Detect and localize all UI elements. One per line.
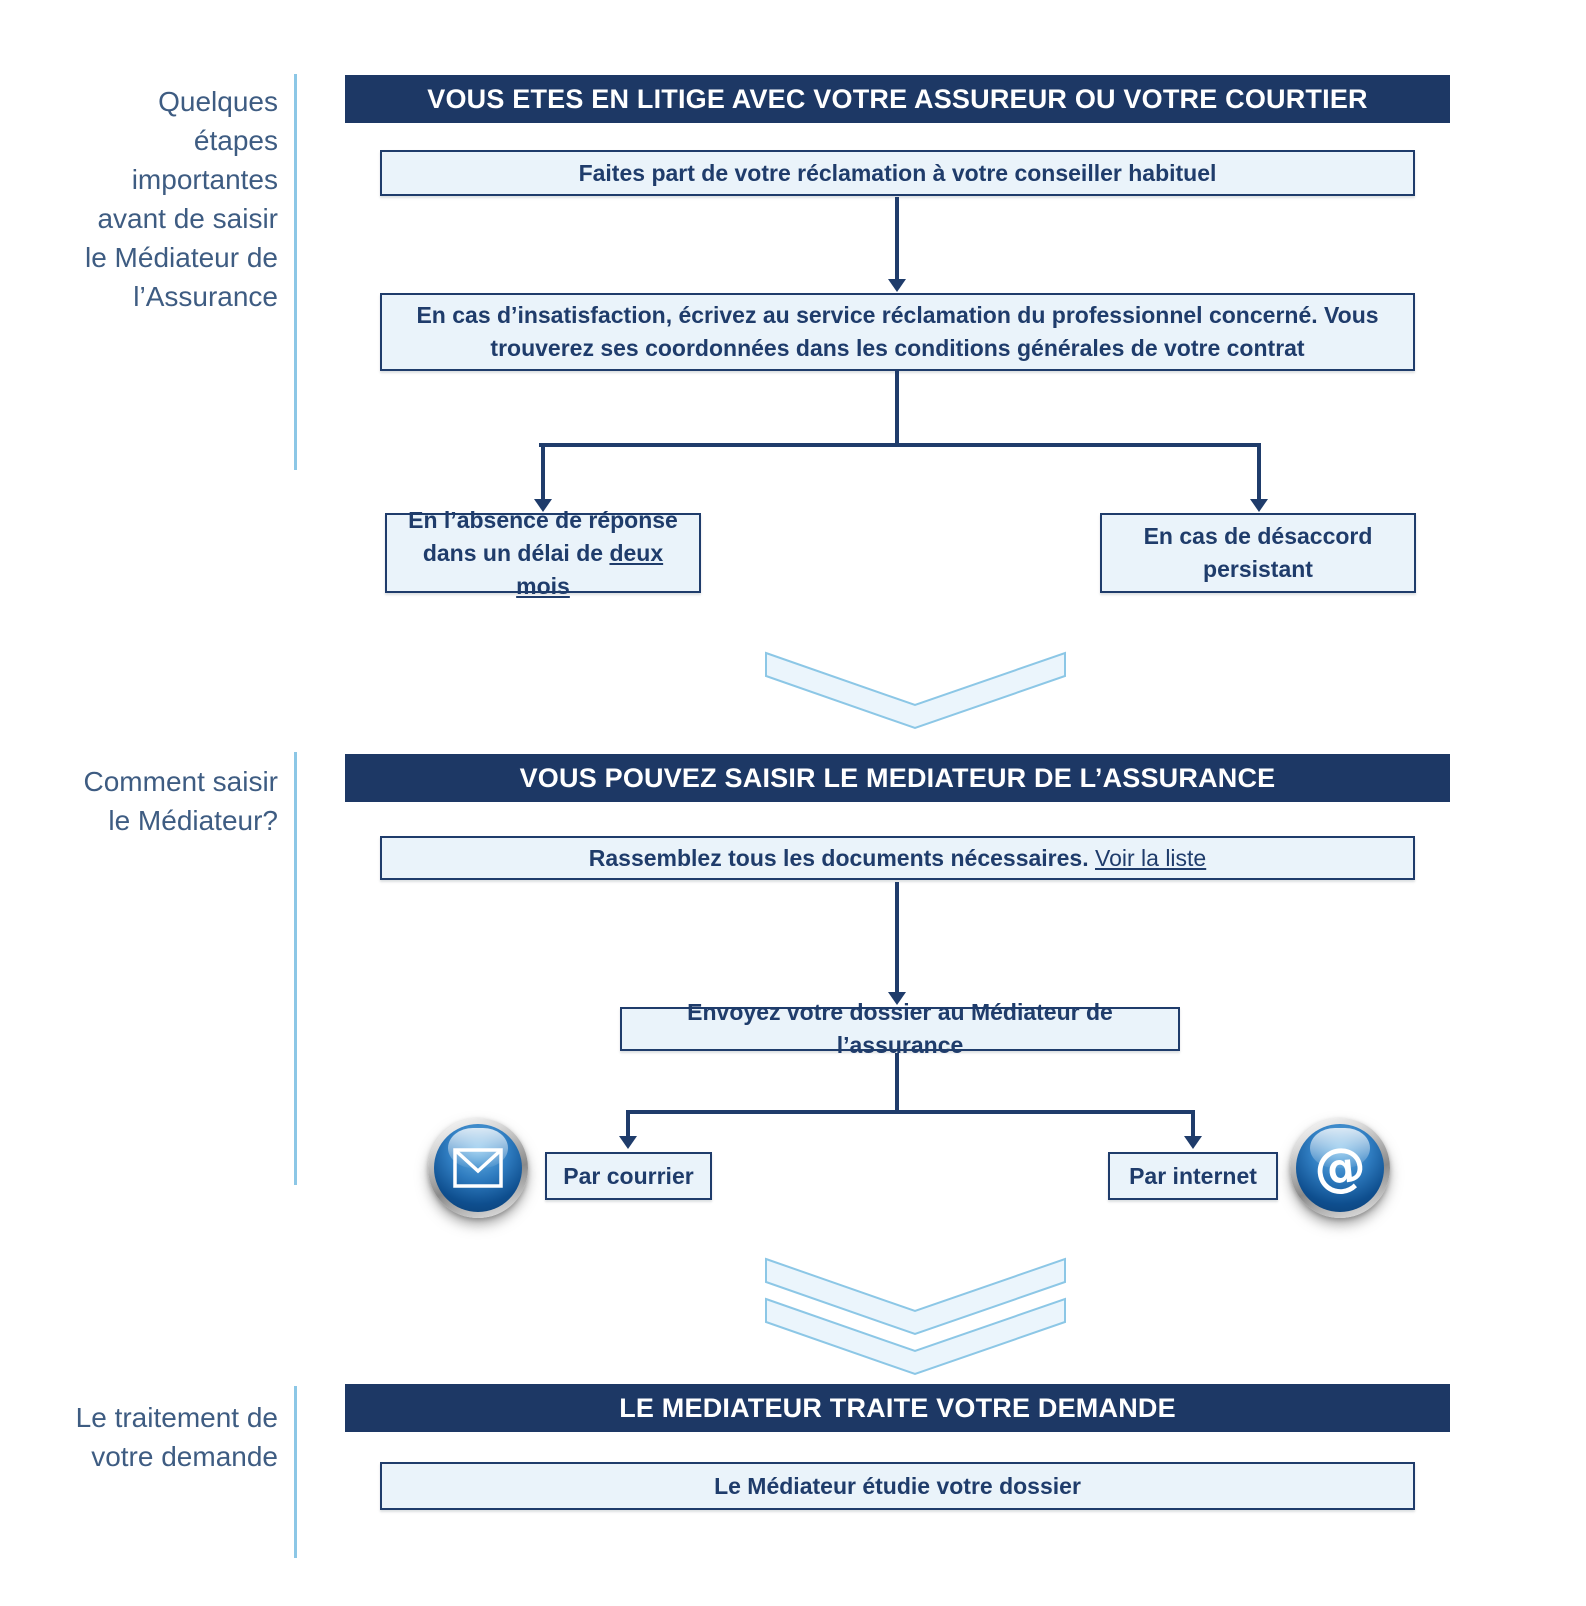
section1-header: VOUS ETES EN LITIGE AVEC VOTRE ASSUREUR … bbox=[345, 75, 1450, 123]
gather-documents-label: Rassemblez tous les documents nécessaire… bbox=[588, 844, 1095, 871]
connector-segment bbox=[1191, 1110, 1195, 1137]
chevron-down-icon bbox=[765, 651, 1066, 730]
connector-segment bbox=[626, 1110, 1195, 1114]
arrow-down-icon bbox=[1250, 499, 1268, 512]
option-par-courrier: Par courrier bbox=[545, 1152, 712, 1200]
section3-header: LE MEDIATEUR TRAITE VOTRE DEMANDE bbox=[345, 1384, 1450, 1432]
double-chevron-down-icon bbox=[765, 1257, 1066, 1376]
branch-no-response-text: En l’absence de réponse dans un délai de… bbox=[387, 504, 699, 603]
sidebar-label-steps-before-mediator: Quelques étapes importantes avant de sai… bbox=[84, 86, 278, 312]
arrow-down-icon bbox=[534, 499, 552, 512]
branch-persistent-disagreement-text: En cas de désaccord persistant bbox=[1102, 520, 1414, 586]
section1-accent-line bbox=[294, 74, 297, 470]
step-write-claims-service: En cas d’insatisfaction, écrivez au serv… bbox=[380, 293, 1415, 371]
connector-segment bbox=[895, 882, 899, 992]
option-par-internet: Par internet bbox=[1108, 1152, 1278, 1200]
step-mediator-studies-file: Le Médiateur étudie votre dossier bbox=[380, 1462, 1415, 1510]
branch-no-response: En l’absence de réponse dans un délai de… bbox=[385, 507, 701, 599]
branch-disagreement-line2: persistant bbox=[1203, 556, 1313, 582]
sidebar-label-request-processing: Le traitement de votre demande bbox=[75, 1402, 278, 1472]
branch-persistent-disagreement: En cas de désaccord persistant bbox=[1100, 513, 1416, 593]
connector-segment bbox=[539, 443, 1261, 447]
step-send-file-mediator-text: Envoyez votre dossier au Médiateur de l’… bbox=[687, 999, 1113, 1058]
arrow-down-icon bbox=[888, 279, 906, 292]
arrow-down-icon bbox=[1184, 1136, 1202, 1149]
step-send-file-mediator: Envoyez votre dossier au Médiateur de l’… bbox=[620, 999, 1180, 1058]
branch-disagreement-line1: En cas de désaccord bbox=[1143, 523, 1373, 549]
at-icon: @ bbox=[1290, 1118, 1390, 1218]
connector-segment bbox=[626, 1110, 630, 1137]
connector-segment bbox=[1257, 443, 1261, 500]
step-claim-advisor: Faites part de votre réclamation à votre… bbox=[380, 150, 1415, 196]
connector-segment bbox=[895, 197, 899, 279]
step-claim-advisor-text: Faites part de votre réclamation à votre… bbox=[578, 159, 1217, 186]
envelope-glyph bbox=[453, 1148, 503, 1188]
voir-la-liste-link[interactable]: Voir la liste bbox=[1095, 844, 1207, 871]
branch-no-response-line1: En l’absence de réponse bbox=[408, 506, 678, 533]
section3-accent-line bbox=[294, 1386, 297, 1558]
envelope-icon bbox=[428, 1118, 528, 1218]
option-par-internet-text: Par internet bbox=[1129, 1162, 1257, 1189]
arrow-down-icon bbox=[888, 992, 906, 1005]
section2-accent-line bbox=[294, 752, 297, 1185]
step-mediator-studies-file-text: Le Médiateur étudie votre dossier bbox=[714, 1472, 1081, 1499]
envelope-icon-face bbox=[434, 1124, 522, 1212]
at-icon-face: @ bbox=[1296, 1124, 1384, 1212]
at-glyph: @ bbox=[1311, 1135, 1369, 1201]
step-gather-documents-text: Rassemblez tous les documents nécessaire… bbox=[382, 842, 1413, 875]
connector-segment bbox=[895, 1053, 899, 1114]
connector-segment bbox=[541, 443, 545, 500]
arrow-down-icon bbox=[619, 1136, 637, 1149]
section2-header: VOUS POUVEZ SAISIR LE MEDIATEUR DE L’ASS… bbox=[345, 754, 1450, 802]
sidebar-label-how-to-contact: Comment saisir le Médiateur? bbox=[83, 766, 278, 836]
branch-no-response-line2: dans un délai de bbox=[422, 539, 610, 566]
step-write-claims-service-text: En cas d’insatisfaction, écrivez au serv… bbox=[416, 302, 1379, 361]
deux-mois-underlined: deux mois bbox=[516, 539, 664, 599]
connector-segment bbox=[895, 371, 899, 445]
step-gather-documents: Rassemblez tous les documents nécessaire… bbox=[380, 836, 1415, 880]
option-par-courrier-text: Par courrier bbox=[563, 1162, 694, 1189]
